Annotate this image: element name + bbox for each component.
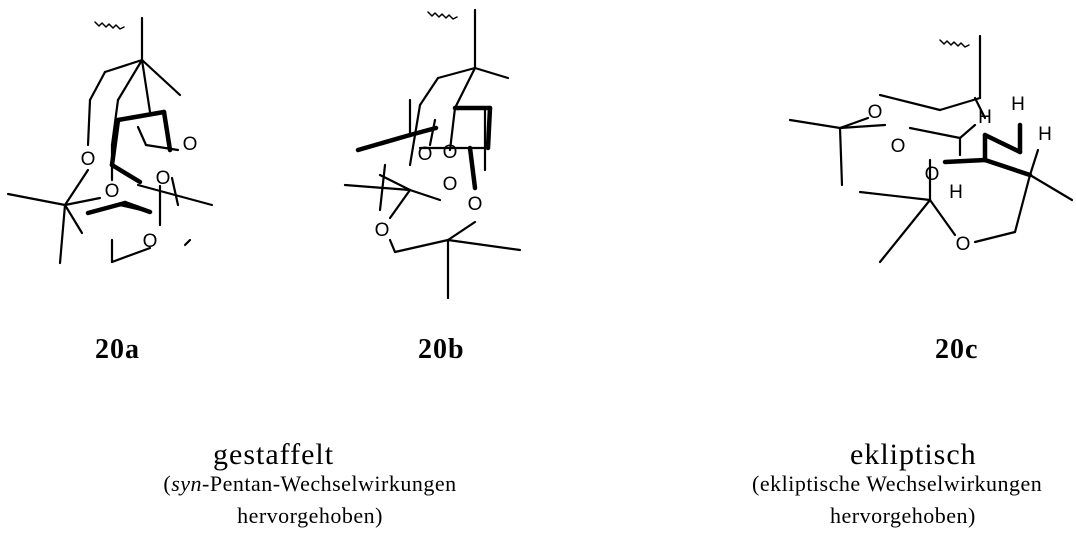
group-note-eclipsed: (ekliptische Wechselwirkungen hervorgeho… bbox=[752, 468, 1076, 532]
hydrogen-atom: H bbox=[978, 107, 992, 128]
wavy-bond bbox=[427, 11, 458, 20]
compound-label-20b: 20b bbox=[418, 334, 465, 365]
oxygen-atom: O bbox=[468, 194, 483, 215]
oxygen-atom: O bbox=[891, 136, 906, 157]
oxygen-atom: O bbox=[443, 142, 458, 163]
oxygen-atom: O bbox=[156, 168, 171, 189]
oxygen-atom: O bbox=[868, 102, 883, 123]
note-italic: syn bbox=[171, 471, 203, 496]
hydrogen-atom: H bbox=[949, 182, 963, 203]
oxygen-atom: O bbox=[418, 144, 433, 165]
oxygen-atom: O bbox=[105, 181, 120, 202]
compound-label-20a: 20a bbox=[95, 334, 140, 365]
note-line-1: (syn-Pentan-Wechselwirkungen bbox=[163, 471, 457, 496]
wavy-bond bbox=[939, 39, 970, 48]
group-heading-eclipsed: ekliptisch bbox=[850, 438, 977, 471]
note-line-2: hervorgehoben) bbox=[237, 503, 383, 528]
hydrogen-atom: H bbox=[1011, 94, 1025, 115]
oxygen-atom: O bbox=[956, 234, 971, 255]
oxygen-atom: O bbox=[81, 149, 96, 170]
oxygen-atom: O bbox=[443, 174, 458, 195]
note-line-1: (ekliptische Wechselwirkungen bbox=[752, 471, 1043, 496]
oxygen-atom: O bbox=[143, 231, 158, 252]
oxygen-atom: O bbox=[183, 134, 198, 155]
note-text: -Pentan-Wechselwirkungen bbox=[202, 471, 457, 496]
structure-20c: O O O O H H H H bbox=[788, 34, 1074, 264]
group-note-staggered: (syn-Pentan-Wechselwirkungen hervorgehob… bbox=[160, 468, 460, 532]
structure-20b: O O O O O bbox=[343, 8, 522, 300]
oxygen-atom: O bbox=[925, 164, 940, 185]
wavy-bond bbox=[94, 21, 125, 30]
group-heading-staggered: gestaffelt bbox=[213, 438, 335, 471]
compound-label-20c: 20c bbox=[935, 334, 979, 365]
structure-20a: O O O O O bbox=[6, 16, 214, 265]
note-line-2: hervorgehoben) bbox=[830, 503, 976, 528]
hydrogen-atom: H bbox=[1038, 124, 1052, 145]
oxygen-atom: O bbox=[375, 220, 390, 241]
